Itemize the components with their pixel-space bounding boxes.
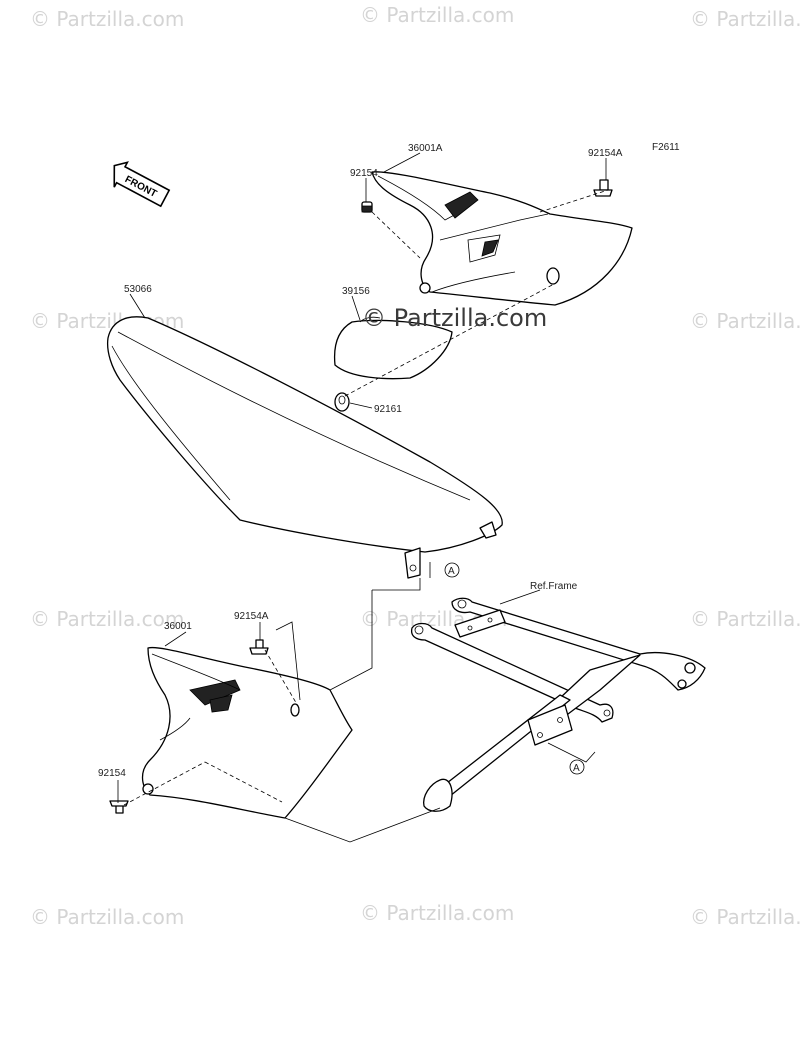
bolt-a-lower-part	[249, 639, 269, 655]
watermark: © Partzilla.com	[30, 607, 184, 631]
watermark: © Partzilla.com	[30, 7, 184, 31]
connector-a-upper: A	[444, 562, 460, 578]
part-label-92154-lower: 92154	[98, 768, 126, 779]
part-labels: 36001A 92154 92154A 53066 39156 92161 Re…	[98, 143, 623, 779]
seat-part	[106, 316, 503, 579]
part-label-39156: 39156	[342, 286, 370, 297]
rear-frame-part	[410, 597, 706, 812]
connector-a-upper-label: A	[448, 566, 455, 577]
part-label-36001: 36001	[164, 621, 192, 632]
figure-code: F2611	[652, 142, 680, 153]
part-label-36001a: 36001A	[408, 143, 443, 154]
watermark: © Partzilla.com	[360, 901, 514, 925]
part-label-92161: 92161	[374, 404, 402, 415]
pad-part	[333, 316, 453, 380]
part-label-92154a-lower: 92154A	[234, 611, 269, 622]
part-label-92154-upper: 92154	[350, 168, 378, 179]
watermark: © Partzilla.com	[690, 7, 800, 31]
bolt-upper-part	[361, 201, 373, 213]
bolt-lower-part	[109, 800, 129, 814]
watermark: © Partzilla.com	[690, 905, 800, 929]
connector-a-lower: A	[569, 759, 585, 775]
watermark-center: © Partzilla.com	[362, 304, 547, 332]
leader-lines	[117, 152, 607, 803]
watermark: © Partzilla.com	[690, 607, 800, 631]
side-cover-right-part	[371, 171, 633, 306]
watermark-layer: © Partzilla.com © Partzilla.com © Partzi…	[30, 3, 800, 929]
watermark: © Partzilla.com	[30, 905, 184, 929]
watermark: © Partzilla.com	[690, 309, 800, 333]
side-cover-left-part	[141, 646, 353, 819]
ref-frame-label: Ref.Frame	[530, 581, 578, 592]
dashed-guides	[123, 189, 609, 843]
part-label-92154a-upper: 92154A	[588, 148, 623, 159]
front-arrow-icon: FRONT	[113, 161, 171, 208]
connector-a-lower-label: A	[573, 763, 580, 774]
damper-part	[334, 392, 350, 412]
part-label-53066: 53066	[124, 284, 152, 295]
watermark: © Partzilla.com	[360, 3, 514, 27]
